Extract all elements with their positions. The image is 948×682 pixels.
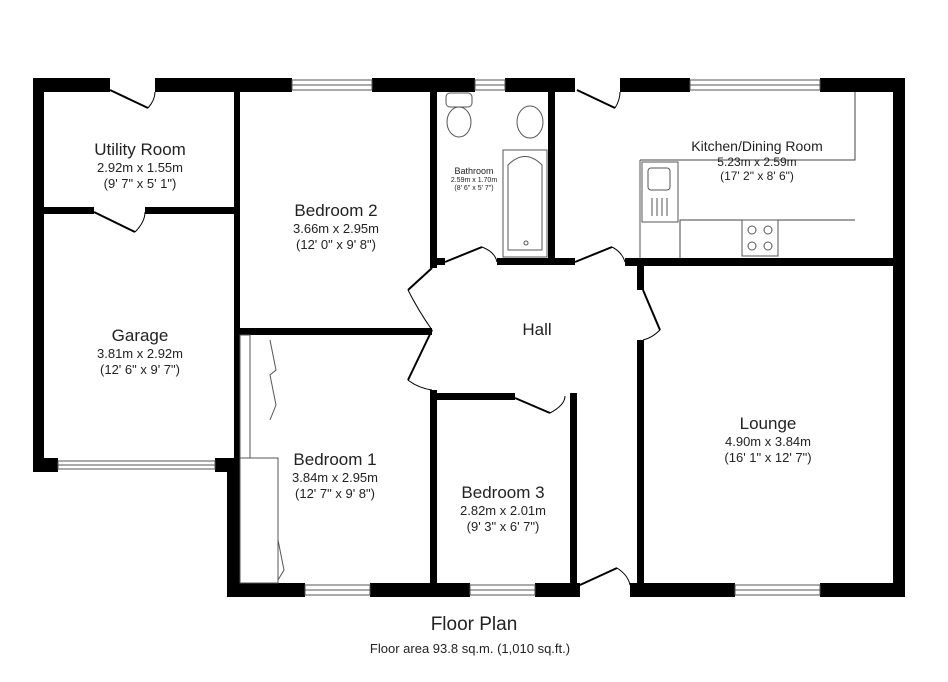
room-name: Lounge bbox=[739, 414, 797, 433]
room-imperial: (16' 1" x 12' 7") bbox=[724, 449, 812, 465]
room-metric: 3.66m x 2.95m bbox=[293, 221, 379, 237]
room-name: Bedroom 2 bbox=[294, 201, 378, 220]
room-metric: 3.81m x 2.92m bbox=[97, 346, 183, 362]
room-metric: 2.82m x 2.01m bbox=[460, 503, 546, 519]
room-name: Bedroom 1 bbox=[293, 450, 377, 469]
room-name: Kitchen/Dining Room bbox=[691, 138, 823, 154]
room-metric: 4.90m x 3.84m bbox=[725, 434, 811, 450]
toilet-icon bbox=[446, 106, 472, 138]
room-label-bedroom1: Bedroom 1 3.84m x 2.95m (12' 7" x 9' 8") bbox=[292, 450, 378, 502]
room-label-hall: Hall bbox=[522, 320, 551, 340]
room-name: Bathroom bbox=[454, 166, 494, 176]
wardrobe-upper bbox=[239, 334, 251, 459]
floor-area: Floor area 93.8 sq.m. (1,010 sq.ft.) bbox=[369, 641, 571, 656]
room-label-kitchen: Kitchen/Dining Room 5.23m x 2.59m (17' 2… bbox=[691, 138, 823, 184]
walls bbox=[33, 78, 905, 597]
room-imperial: (9' 3" x 6' 7") bbox=[466, 518, 540, 534]
room-label-bathroom: Bathroom 2.59m x 1.70m (8' 6" x 5' 7") bbox=[451, 166, 497, 194]
room-label-bedroom3: Bedroom 3 2.82m x 2.01m (9' 3" x 6' 7") bbox=[460, 483, 546, 535]
room-imperial: (12' 0" x 9' 8") bbox=[296, 236, 376, 252]
floor-plan-title: Floor Plan bbox=[430, 614, 518, 635]
room-metric: 3.84m x 2.95m bbox=[292, 470, 378, 486]
wardrobe-lower bbox=[239, 457, 279, 584]
room-name: Bedroom 3 bbox=[461, 483, 545, 502]
room-metric: 2.59m x 1.70m bbox=[450, 176, 498, 184]
basin-icon bbox=[516, 105, 544, 139]
room-imperial: (12' 7" x 9' 8") bbox=[295, 485, 375, 501]
bath-icon bbox=[502, 149, 548, 258]
room-label-lounge: Lounge 4.90m x 3.84m (16' 1" x 12' 7") bbox=[724, 414, 811, 466]
room-label-garage: Garage 3.81m x 2.92m (12' 6" x 9' 7") bbox=[97, 326, 183, 378]
room-imperial: (17' 2" x 8' 6") bbox=[720, 169, 794, 184]
room-name: Utility Room bbox=[94, 140, 186, 159]
room-label-bedroom2: Bedroom 2 3.66m x 2.95m (12' 0" x 9' 8") bbox=[293, 201, 379, 253]
hob-icon bbox=[741, 219, 779, 257]
room-imperial: (12' 6" x 9' 7") bbox=[100, 361, 180, 377]
windows bbox=[57, 79, 821, 596]
room-name: Garage bbox=[111, 326, 169, 345]
fixtures bbox=[239, 92, 856, 584]
doors bbox=[93, 89, 661, 586]
room-name: Hall bbox=[522, 320, 552, 339]
room-label-utility: Utility Room 2.92m x 1.55m (9' 7" x 5' 1… bbox=[94, 140, 186, 192]
room-imperial: (9' 7" x 5' 1") bbox=[103, 175, 177, 191]
sink-icon bbox=[641, 161, 679, 223]
room-metric: 5.23m x 2.59m bbox=[717, 154, 797, 169]
toilet-cistern-icon bbox=[445, 92, 473, 108]
room-metric: 2.92m x 1.55m bbox=[97, 160, 183, 176]
room-imperial: (8' 6" x 5' 7") bbox=[454, 185, 494, 193]
